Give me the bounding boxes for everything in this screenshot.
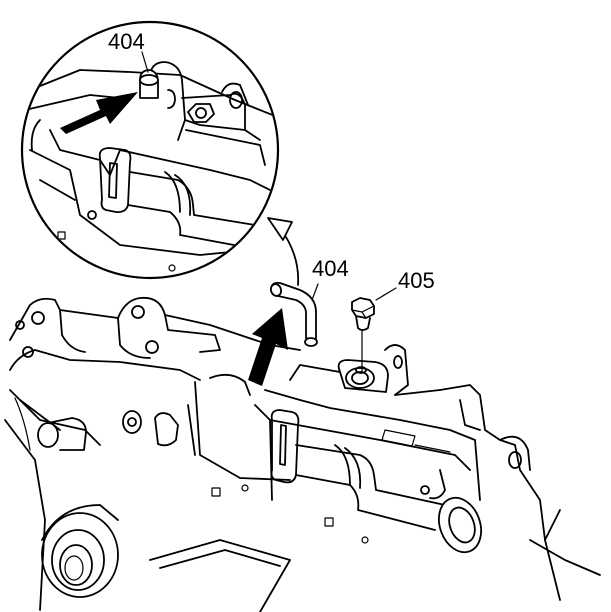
main-install-arrow: [248, 308, 288, 386]
callout-part-404: 404: [312, 256, 349, 281]
callout-detail-404: 404: [108, 29, 145, 54]
transmission-case: [4, 296, 369, 612]
leader-lines: [141, 51, 397, 301]
accumulator-pin-404: [269, 281, 318, 347]
bolt-405: [351, 297, 375, 374]
callout-bolt-405: 405: [398, 268, 435, 293]
detail-install-arrow: [60, 92, 138, 134]
detail-link-arrow: [267, 217, 300, 286]
detail-view: [20, 20, 280, 280]
accumulator-body: [254, 344, 601, 601]
